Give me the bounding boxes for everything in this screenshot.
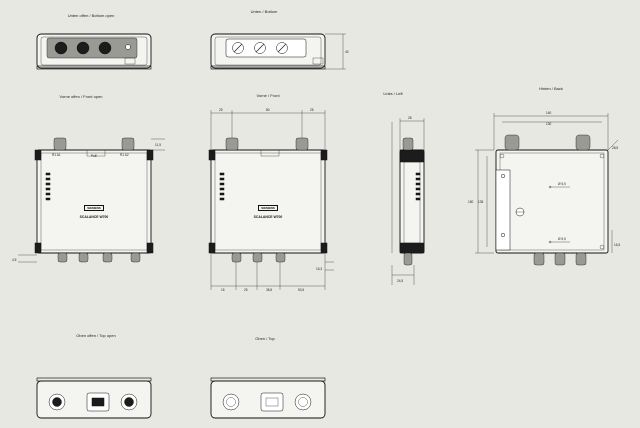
dim-back-top-inner: 130 [546, 122, 552, 126]
nameplate-front: SIEMENS SCALANCE W700 [250, 196, 286, 219]
caption-left: Links / Left [383, 91, 403, 96]
dim-front-side: 15,3 [316, 267, 322, 271]
brand-label: SIEMENS [84, 205, 104, 211]
left-view [391, 118, 425, 285]
caption-back: Hinten / Back [539, 86, 563, 91]
caption-bottom-open: Unten offen / Bottom open [67, 13, 115, 18]
connector-label-3: R1 A2 [120, 153, 129, 157]
caption-front-open: Vorne offen / Front open [59, 94, 103, 99]
dim-front-top-left: 25 [219, 108, 223, 112]
dim-back-right-lower: 15,5 [614, 243, 620, 247]
led-column [415, 172, 421, 201]
connector-label-1: R1 A1 [52, 153, 61, 157]
caption-bottom: Unten / Bottom [250, 9, 278, 14]
dim-back-left-outer: 150 [468, 200, 474, 204]
dim-bottom-height: 40 [345, 50, 349, 54]
dim-front-bottom-4: 50,5 [298, 288, 304, 292]
dim-back-right-top: 28,5 [612, 146, 618, 150]
connector-label-2: PoE [91, 154, 97, 158]
caption-top: Oben / Top [255, 336, 275, 341]
led-column [45, 172, 51, 201]
dim-back-hole-2: Ø 5,5 [558, 237, 566, 241]
top-view [210, 377, 326, 419]
model-label: SCALANCE W700 [253, 215, 283, 219]
led-column [219, 172, 225, 201]
bottom-open-view [36, 33, 152, 70]
brand-label: SIEMENS [258, 205, 278, 211]
model-label: SCALANCE W700 [79, 215, 109, 219]
dim-back-hole-1: Ø 5,5 [558, 182, 566, 186]
top-open-view [36, 377, 152, 419]
nameplate-front-open: SIEMENS SCALANCE W700 [76, 196, 112, 219]
dim-left-bottom: 24,5 [397, 279, 403, 283]
dim-back-top-outer: 140 [546, 111, 552, 115]
dim-left-top: 28 [408, 116, 412, 120]
dim-front-open-top: 11,5 [155, 143, 161, 147]
dim-front-open-side: 4,5 [12, 258, 17, 262]
back-view [475, 113, 619, 266]
dim-front-top-mid: 80 [266, 108, 270, 112]
caption-top-open: Oben offen / Top open [76, 333, 116, 338]
front-view [208, 110, 334, 290]
front-open-view [18, 137, 165, 263]
dim-front-bottom-2: 25 [244, 288, 248, 292]
bottom-view [210, 33, 346, 70]
dim-front-top-right: 25 [310, 108, 314, 112]
dim-front-bottom-1: 15 [221, 288, 225, 292]
caption-front: Vorne / Front [256, 93, 280, 98]
dim-front-bottom-3: 38,5 [266, 288, 272, 292]
dim-back-left-inner: 135 [478, 200, 484, 204]
